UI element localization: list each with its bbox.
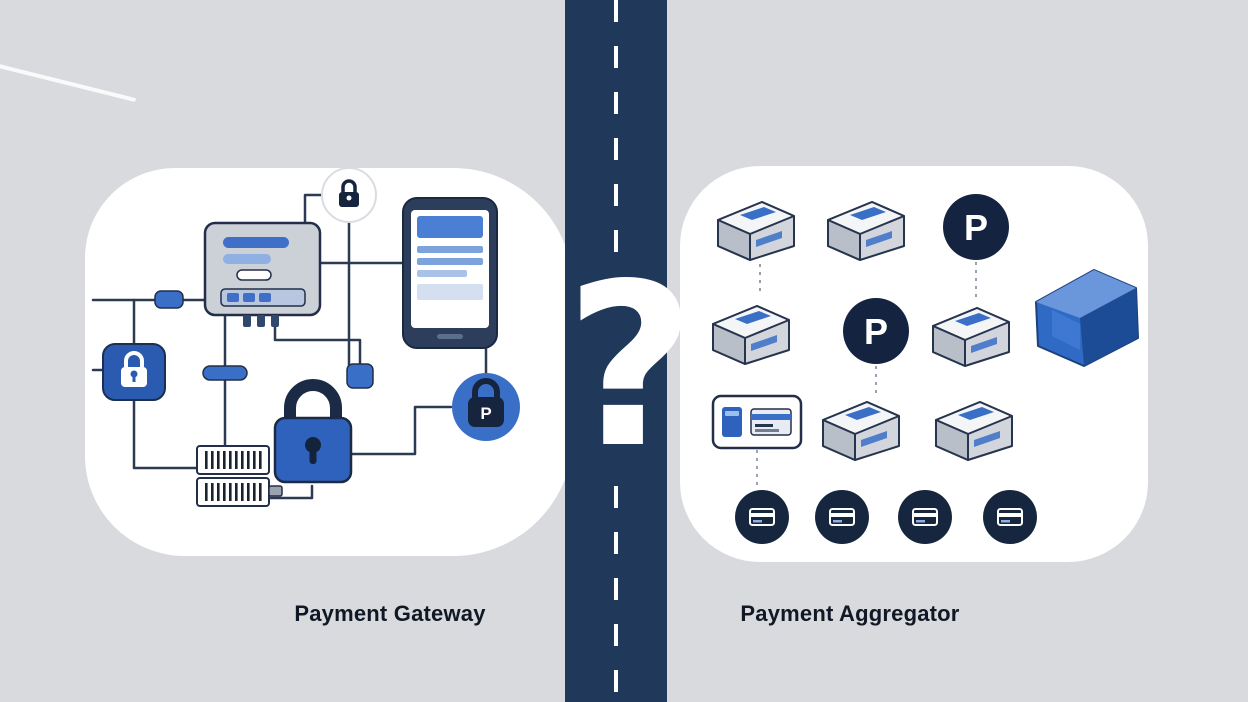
card-badge-icon: [897, 489, 953, 545]
p-glyph: P: [964, 207, 988, 248]
security-lock-badge-icon: [321, 168, 377, 223]
divider-dashed-line-bottom: [614, 486, 618, 702]
barcode-receipt-icon: [196, 445, 283, 507]
payment-gateway-art: P: [91, 168, 520, 507]
wallet-icon: [827, 201, 905, 261]
payment-aggregator-art: P P: [711, 194, 1139, 545]
divider-road: ?: [565, 0, 696, 702]
payment-aggregator-panel: P P: [680, 166, 1148, 562]
padlock-icon: [273, 379, 353, 484]
wallet-icon: [717, 201, 795, 261]
card-badge-icon: [734, 489, 790, 545]
wallet-icon: [822, 401, 900, 461]
secure-p-circle-icon: P: [452, 373, 520, 441]
card-reader-icon: [711, 394, 803, 450]
p-glyph: P: [480, 404, 491, 423]
payment-aggregator-label: Payment Aggregator: [740, 601, 960, 626]
p-glyph: P: [864, 311, 888, 352]
wallet-icon: [712, 305, 790, 365]
card-badge-icon: [814, 489, 870, 545]
p-badge-icon: P: [943, 194, 1009, 260]
wallet-icon: [932, 307, 1010, 367]
connector-wires: [91, 193, 488, 500]
p-badge-icon: P: [843, 298, 909, 364]
divider-dashed-line-top: [614, 0, 618, 266]
pos-terminal-icon: [203, 221, 322, 327]
question-mark: ?: [565, 236, 696, 498]
card-badge-icon: [982, 489, 1038, 545]
background-streak: [0, 61, 137, 103]
payment-gateway-label: Payment Gateway: [294, 601, 486, 626]
cable-connector-icons: [154, 290, 374, 389]
wallet-icon: [935, 401, 1013, 461]
secure-key-tile-icon: [102, 343, 166, 401]
smartphone-icon: [402, 197, 498, 349]
dotted-connectors: [756, 262, 977, 488]
payment-gateway-panel: P: [85, 168, 573, 556]
blue-3d-wallet-icon: [1035, 269, 1139, 367]
